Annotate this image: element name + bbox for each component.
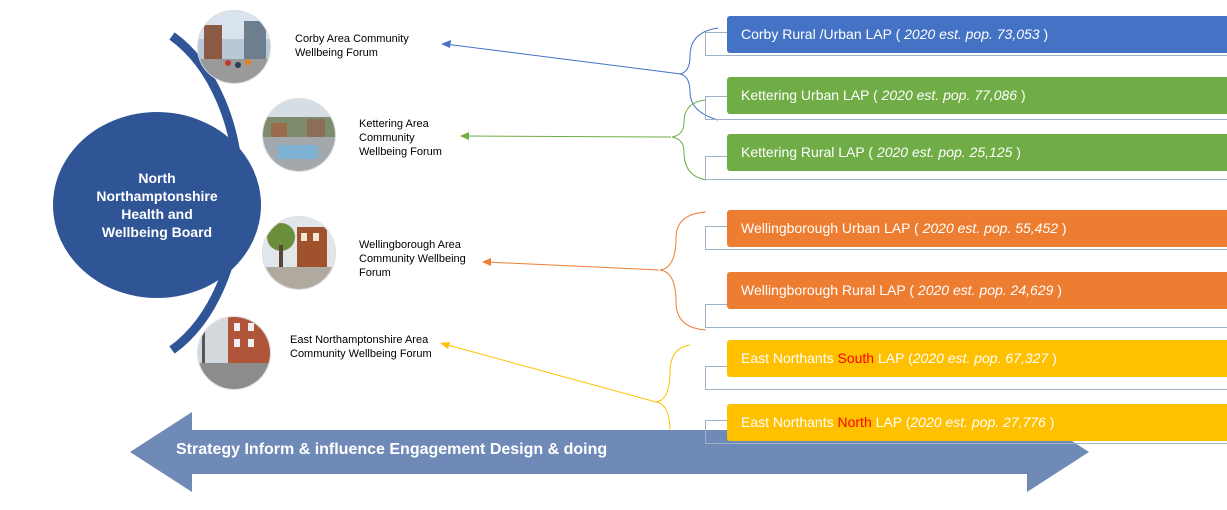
brace-kettering [671,99,707,181]
wellingborough-photo [262,216,336,290]
banner-label: Strategy Inform & influence Engagement D… [176,441,608,458]
brace-wellingborough [659,211,707,331]
lap-prefix: East Northants [741,414,838,430]
forum-label-east-northants: East Northamptonshire Area Community Wel… [290,334,432,360]
arrow-kettering [460,132,672,140]
arrow-corby [441,40,682,75]
lap-highlight: North [837,414,872,430]
lap-suffix: ) [1017,87,1026,103]
lap-population: 2020 est. pop. 25,125 [876,144,1013,160]
corby-photo [197,10,271,84]
lap-population: 2020 est. pop. 24,629 [917,282,1054,298]
lap-population: 2020 est. pop. 77,086 [881,87,1018,103]
arrow-east [440,342,657,403]
lap-kettering-rural: Kettering Rural LAP ( 2020 est. pop. 25,… [727,134,1227,171]
lap-suffix: ) [1058,220,1067,236]
lap-prefix: Corby Rural /Urban LAP ( [741,26,905,42]
lap-mid: LAP ( [871,414,911,430]
lap-suffix: ) [1039,26,1049,42]
lap-prefix: Wellingborough Urban LAP ( [741,220,923,236]
lap-kettering-urban: Kettering Urban LAP ( 2020 est. pop. 77,… [727,77,1227,114]
lap-suffix: ) [1045,414,1055,430]
forum-label-kettering: Kettering Area Community Wellbeing Forum [359,118,442,158]
lap-prefix: Wellingborough Rural LAP ( [741,282,918,298]
lap-prefix: East Northants [741,350,838,366]
forum-label-wellingborough: Wellingborough Area Community Wellbeing … [359,239,466,279]
lap-population: 2020 est. pop. 55,452 [922,220,1059,236]
lap-prefix: Kettering Urban LAP ( [741,87,882,103]
arrow-wellingborough [482,258,660,271]
health-wellbeing-board: North Northamptonshire Health and Wellbe… [53,112,261,298]
forum-label-corby: Corby Area Community Wellbeing Forum [295,33,409,59]
lap-corby-rural-urban: Corby Rural /Urban LAP ( 2020 est. pop. … [727,16,1227,53]
lap-east-northants-north: East Northants North LAP (2020 est. pop.… [727,404,1227,441]
lap-wellingborough-rural: Wellingborough Rural LAP ( 2020 est. pop… [727,272,1227,309]
lap-suffix: ) [1012,144,1021,160]
lap-population: 2020 est. pop. 73,053 [904,26,1040,42]
lap-suffix: ) [1048,350,1057,366]
lap-population: 2020 est. pop. 27,776 [910,414,1046,430]
lap-suffix: ) [1053,282,1062,298]
board-label: North Northamptonshire Health and Wellbe… [96,170,218,240]
lap-east-northants-south: East Northants South LAP (2020 est. pop.… [727,340,1227,377]
lap-population: 2020 est. pop. 67,327 [912,350,1049,366]
lap-wellingborough-urban: Wellingborough Urban LAP ( 2020 est. pop… [727,210,1227,247]
lap-highlight: South [837,350,875,366]
lap-prefix: Kettering Rural LAP ( [741,144,877,160]
lap-mid: LAP ( [874,350,913,366]
kettering-photo [262,98,336,172]
east-northants-photo [197,316,271,390]
